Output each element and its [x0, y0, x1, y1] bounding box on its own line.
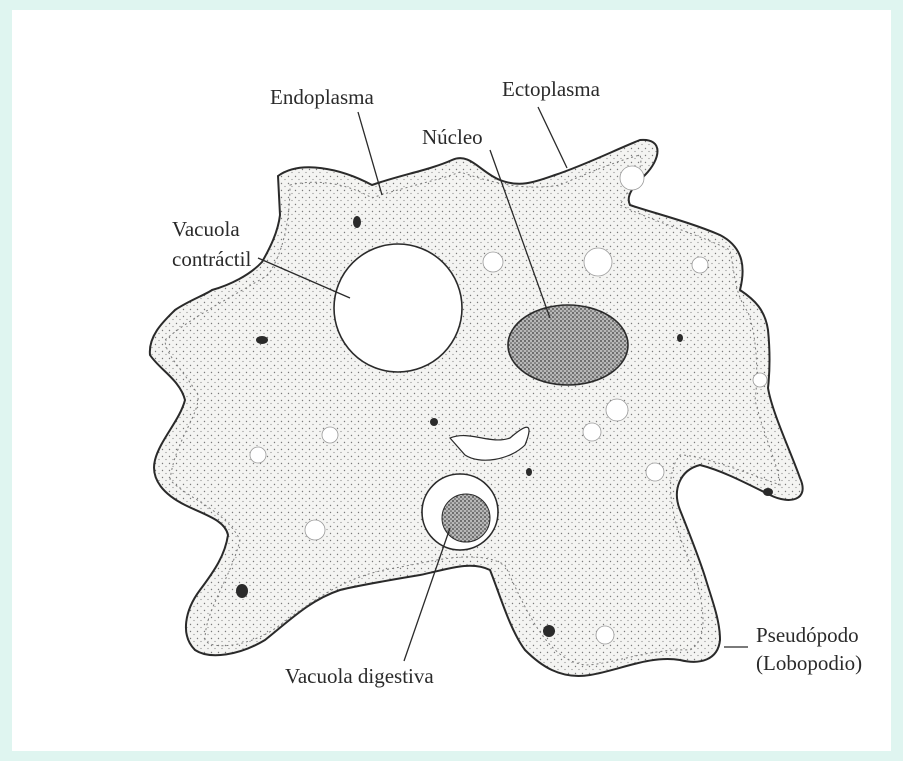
- label-endoplasma: Endoplasma: [270, 85, 374, 109]
- figure-frame: Endoplasma Ectoplasma Núcleo Vacuola con…: [12, 10, 891, 751]
- leader-ectoplasma: [538, 107, 567, 168]
- label-pseudopodo-2: (Lobopodio): [756, 651, 862, 675]
- label-ectoplasma: Ectoplasma: [502, 77, 601, 101]
- contractile-vacuole: [334, 244, 462, 372]
- label-vacuola-contractil-1: Vacuola: [172, 217, 240, 241]
- amoeba-diagram: Endoplasma Ectoplasma Núcleo Vacuola con…: [12, 10, 891, 751]
- amoeba-body: [150, 140, 803, 676]
- label-nucleo: Núcleo: [422, 125, 483, 149]
- label-vacuola-contractil-2: contráctil: [172, 247, 251, 271]
- nucleus: [508, 305, 628, 385]
- label-pseudopodo-1: Pseudópodo: [756, 623, 859, 647]
- label-vacuola-digestiva: Vacuola digestiva: [285, 664, 434, 688]
- food-particle: [442, 494, 490, 542]
